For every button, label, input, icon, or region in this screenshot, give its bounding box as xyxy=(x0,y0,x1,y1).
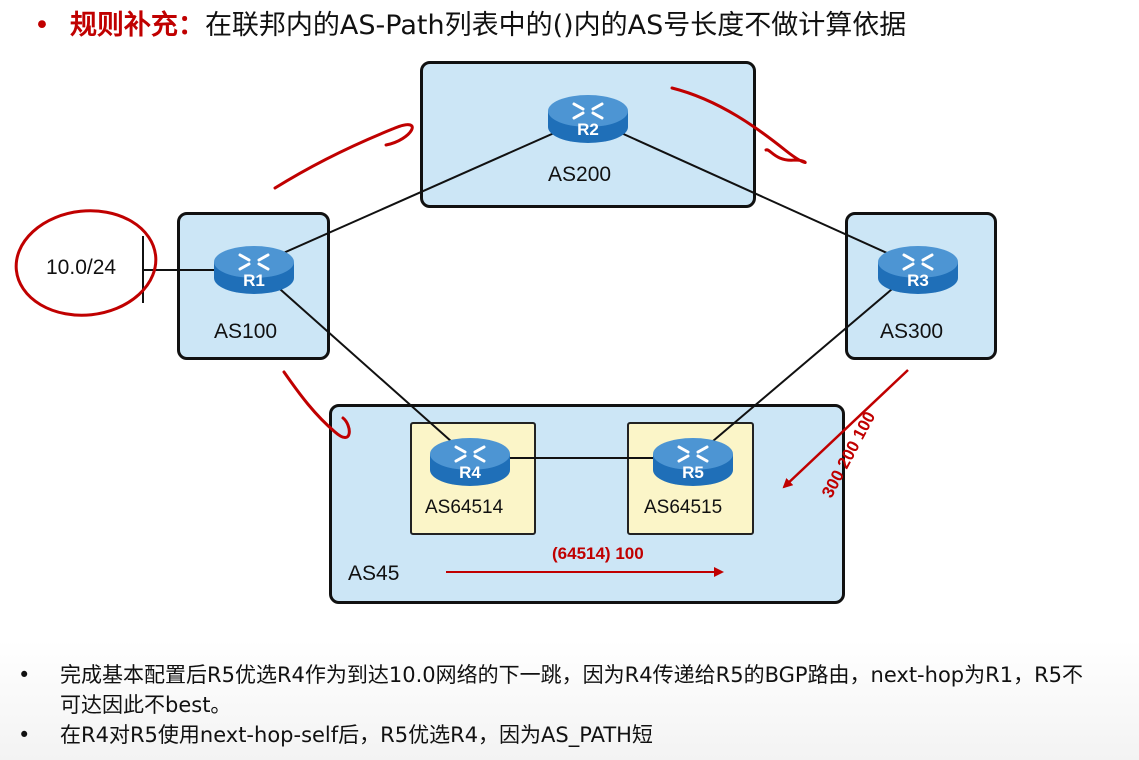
router-r4-label: R4 xyxy=(459,463,481,482)
router-r2[interactable]: R2 xyxy=(546,89,630,151)
stroke-r2-to-r3 xyxy=(670,86,807,164)
network-prefix: 10.0/24 xyxy=(46,256,117,279)
link-r1-r2 xyxy=(253,117,589,267)
stroke-r1-to-r2 xyxy=(273,123,414,190)
router-r1[interactable]: R1 xyxy=(212,240,296,302)
title-bullet: • xyxy=(34,10,50,41)
as64514-label: AS64514 xyxy=(425,497,504,518)
notes-list: • 完成基本配置后R5优选R4作为到达10.0网络的下一跳，因为R4传递给R5的… xyxy=(18,660,1098,750)
note-item: • 完成基本配置后R5优选R4作为到达10.0网络的下一跳，因为R4传递给R5的… xyxy=(18,660,1098,720)
router-icon xyxy=(548,95,628,143)
prefix-circle xyxy=(14,209,158,317)
as200-label: AS200 xyxy=(548,163,612,186)
router-icon xyxy=(214,246,294,294)
stroke-r1-to-r4 xyxy=(282,370,351,440)
router-r2-label: R2 xyxy=(577,120,599,139)
router-r3-label: R3 xyxy=(907,271,929,290)
note-text: 在R4对R5使用next-hop-self后，R5优选R4，因为AS_PATH短 xyxy=(60,723,653,747)
router-icon xyxy=(878,246,958,294)
as64515-label: AS64515 xyxy=(644,497,723,518)
as100-label: AS100 xyxy=(214,320,278,343)
as45-label: AS45 xyxy=(348,562,400,585)
title-keyword: 规则补充： xyxy=(69,10,205,41)
link-r2-r3 xyxy=(587,117,919,268)
note-text: 完成基本配置后R5优选R4作为到达10.0网络的下一跳，因为R4传递给R5的BG… xyxy=(60,663,1084,717)
link-r1-r4 xyxy=(253,265,471,459)
router-r3[interactable]: R3 xyxy=(876,240,960,302)
note-bullet: • xyxy=(18,663,31,687)
note-bullet: • xyxy=(18,723,31,747)
as300-label: AS300 xyxy=(880,320,944,343)
arrow-r3-to-r5 xyxy=(782,369,909,489)
note-item: • 在R4对R5使用next-hop-self后，R5优选R4，因为AS_PAT… xyxy=(18,720,1098,750)
router-r4[interactable]: R4 xyxy=(428,432,512,494)
router-r5-label: R5 xyxy=(682,463,704,482)
router-r1-label: R1 xyxy=(243,271,265,290)
router-icon xyxy=(430,438,510,486)
notes-background xyxy=(0,640,1139,760)
link-r3-r5 xyxy=(692,266,919,459)
router-icon xyxy=(653,438,733,486)
slide-title: • 规则补充：在联邦内的AS-Path列表中的()内的AS号长度不做计算依据 xyxy=(34,6,906,46)
as-path-annotation-r4-r5: (64514) 100 xyxy=(552,544,644,563)
title-text: 在联邦内的AS-Path列表中的()内的AS号长度不做计算依据 xyxy=(204,10,907,41)
router-r5[interactable]: R5 xyxy=(651,432,735,494)
